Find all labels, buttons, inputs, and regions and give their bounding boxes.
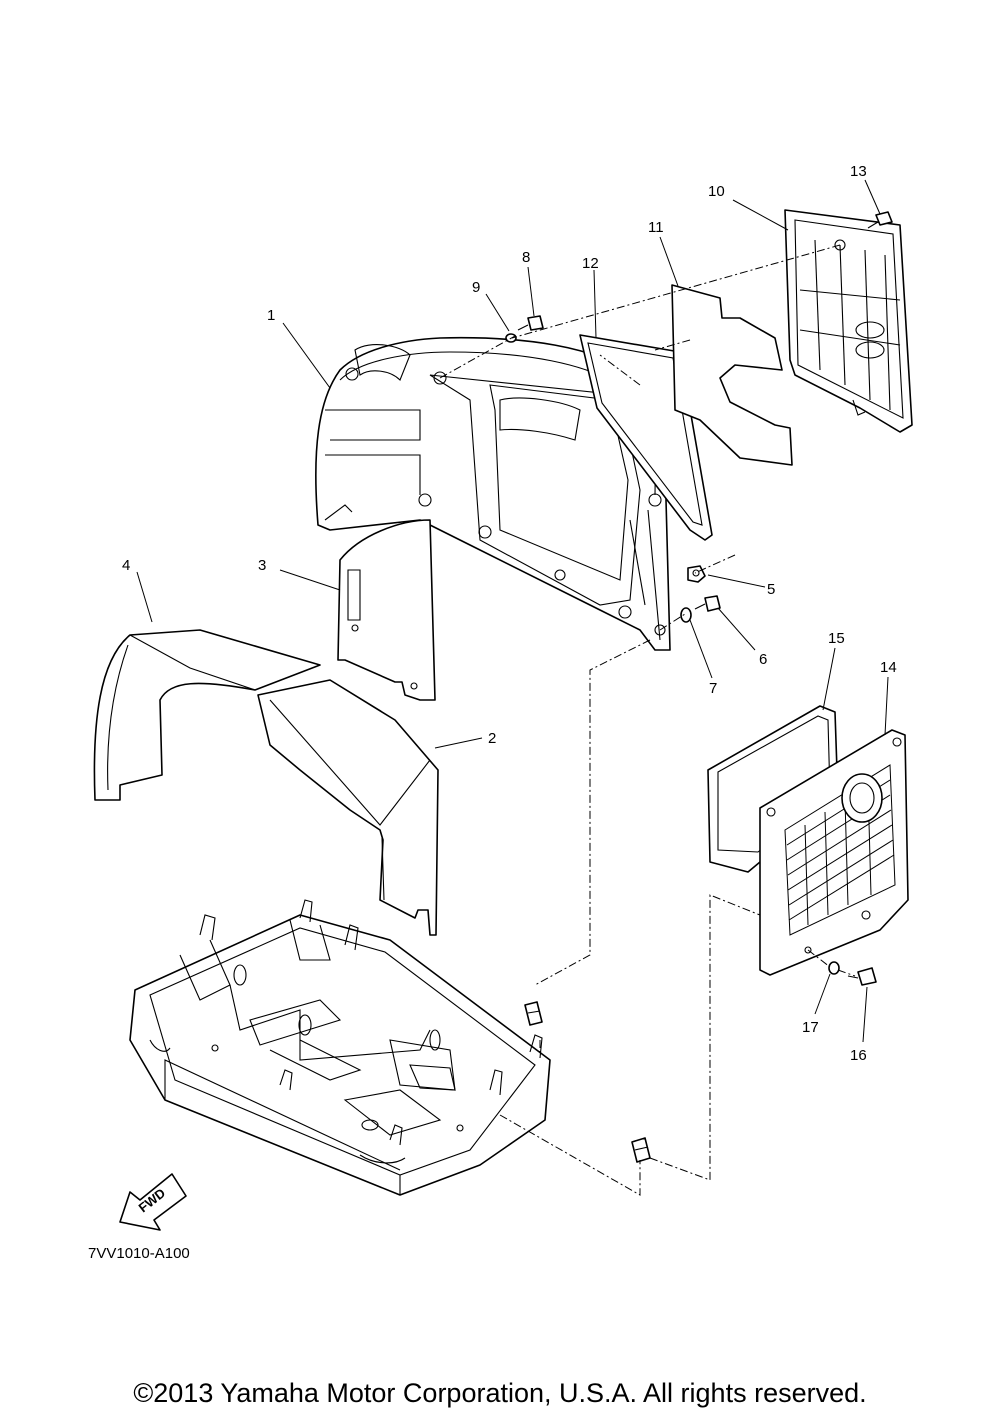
part-5-clip: [687, 565, 706, 583]
part-14-louver-panel: [759, 729, 909, 976]
callout-7: 7: [709, 680, 717, 697]
part-6-screw: [694, 595, 721, 612]
leader-lines: [136, 179, 889, 1043]
callout-labels: 1 2 3 4 5 6 7 8 9 10 11 12 13 14 15 16 1…: [122, 163, 897, 1064]
callout-8: 8: [522, 249, 530, 266]
callout-12: 12: [582, 255, 599, 272]
callout-16: 16: [850, 1047, 867, 1064]
callout-10: 10: [708, 183, 725, 200]
part-8-screw: [517, 315, 544, 331]
callout-14: 14: [880, 659, 897, 676]
lower-clip-left: [524, 1001, 543, 1026]
callout-17: 17: [802, 1019, 819, 1036]
part-4-side-cover: [93, 629, 321, 801]
base-tray: [129, 899, 551, 1196]
callout-4: 4: [122, 557, 130, 574]
callout-3: 3: [258, 557, 266, 574]
callout-11: 11: [648, 219, 664, 236]
callout-15: 15: [828, 630, 845, 647]
diagram-code: 7VV1010-A100: [88, 1245, 190, 1262]
callout-13: 13: [850, 163, 867, 180]
assembly-lines: [439, 244, 856, 1196]
copyright-notice: ©2013 Yamaha Motor Corporation, U.S.A. A…: [133, 1378, 867, 1408]
part-11-sponge: [671, 284, 793, 466]
part-13-screw: [867, 211, 893, 229]
part-16-screw: [847, 967, 877, 986]
callout-1: 1: [267, 307, 275, 324]
part-7-washer: [680, 607, 692, 623]
callout-6: 6: [759, 651, 767, 668]
callout-2: 2: [488, 730, 496, 747]
lower-clip-right: [631, 1137, 651, 1163]
part-17-washer: [828, 961, 840, 975]
fwd-arrow: FWD: [119, 1173, 187, 1231]
callout-9: 9: [472, 279, 480, 296]
callout-5: 5: [767, 581, 775, 598]
part-2-side-cover: [257, 679, 439, 936]
part-3-inner-panel: [337, 519, 436, 701]
part-10-rear-panel: [784, 209, 913, 433]
